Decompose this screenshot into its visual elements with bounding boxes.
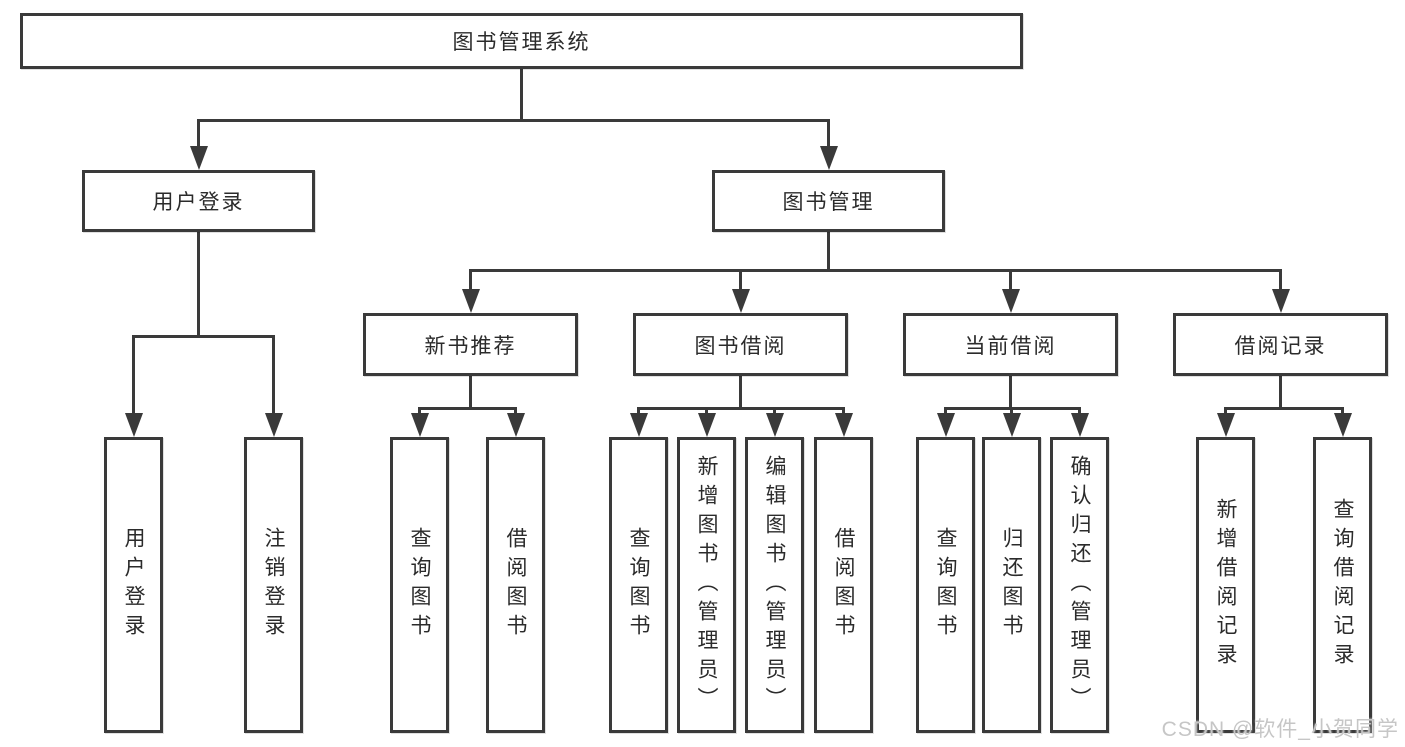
node-label: 编辑图书（管理员）: [763, 454, 786, 716]
arrowhead-down-icon: [936, 413, 955, 437]
node-new-query: 查询图书: [390, 437, 449, 733]
connector-line: [520, 67, 523, 120]
node-label: 新书推荐: [424, 334, 517, 358]
node-root: 图书管理系统: [20, 13, 1023, 69]
node-label: 借阅记录: [1234, 334, 1327, 358]
connector-line: [132, 334, 275, 338]
arrowhead-down-icon: [834, 413, 853, 437]
arrowhead-down-icon: [765, 413, 784, 437]
node-records: 借阅记录: [1173, 313, 1388, 376]
node-login-user: 用户登录: [104, 437, 163, 733]
connector-line: [637, 406, 845, 410]
connector-line: [827, 230, 830, 270]
node-label: 用户登录: [152, 191, 245, 214]
node-label: 借阅图书: [832, 527, 855, 643]
node-label: 归还图书: [1000, 527, 1023, 643]
connector-line: [197, 118, 830, 122]
connector-line: [469, 374, 472, 408]
arrowhead-down-icon: [1070, 413, 1089, 437]
arrowhead-down-icon: [629, 413, 648, 437]
connector-line: [469, 270, 472, 295]
node-label: 新增图书（管理员）: [695, 454, 718, 716]
node-label: 注销登录: [262, 527, 285, 643]
node-label: 图书借阅: [694, 334, 787, 358]
arrowhead-down-icon: [1333, 413, 1352, 437]
node-label: 用户登录: [122, 527, 145, 643]
node-label: 确认归还（管理员）: [1068, 454, 1091, 716]
node-label: 图书管理: [782, 191, 875, 214]
node-bor-query: 查询图书: [609, 437, 668, 733]
node-bor-borrow: 借阅图书: [814, 437, 873, 733]
connector-line: [827, 120, 830, 152]
arrowhead-down-icon: [410, 413, 429, 437]
node-login: 用户登录: [82, 170, 315, 232]
connector-line: [197, 230, 200, 336]
connector-line: [739, 270, 742, 295]
node-cur-return: 归还图书: [982, 437, 1041, 733]
node-label: 新增借阅记录: [1214, 498, 1237, 672]
connector-line: [1009, 270, 1012, 295]
connector-line: [739, 374, 742, 408]
node-rec-add: 新增借阅记录: [1196, 437, 1255, 733]
node-label: 查询借阅记录: [1331, 498, 1354, 672]
node-borrow: 图书借阅: [633, 313, 848, 376]
arrowhead-down-icon: [1216, 413, 1235, 437]
node-new-borrow: 借阅图书: [486, 437, 545, 733]
node-rec-query: 查询借阅记录: [1313, 437, 1372, 733]
arrowhead-down-icon: [189, 146, 208, 170]
connector-line: [272, 336, 275, 419]
connector-line: [418, 406, 517, 410]
arrowhead-down-icon: [1271, 289, 1290, 313]
csdn-watermark: CSDN @软件_小贺同学: [1161, 718, 1399, 741]
node-cur-query: 查询图书: [916, 437, 975, 733]
node-label: 借阅图书: [504, 527, 527, 643]
connector-line: [132, 336, 135, 419]
arrowhead-down-icon: [1001, 289, 1020, 313]
node-cur-confirm: 确认归还（管理员）: [1050, 437, 1109, 733]
node-label: 当前借阅: [964, 334, 1057, 358]
arrowhead-down-icon: [264, 413, 283, 437]
connector-line: [1224, 406, 1344, 410]
connector-line: [1279, 374, 1282, 408]
connector-line: [1279, 270, 1282, 295]
node-label: 查询图书: [627, 527, 650, 643]
node-newbook: 新书推荐: [363, 313, 578, 376]
arrowhead-down-icon: [731, 289, 750, 313]
arrowhead-down-icon: [819, 146, 838, 170]
node-bor-edit: 编辑图书（管理员）: [745, 437, 804, 733]
arrowhead-down-icon: [124, 413, 143, 437]
connector-line: [1009, 374, 1012, 408]
node-label: 图书管理系统: [452, 31, 591, 54]
connector-line: [469, 268, 1282, 272]
arrowhead-down-icon: [697, 413, 716, 437]
node-login-logout: 注销登录: [244, 437, 303, 733]
node-mgmt: 图书管理: [712, 170, 945, 232]
connector-line: [197, 120, 200, 152]
arrowhead-down-icon: [1002, 413, 1021, 437]
node-label: 查询图书: [934, 527, 957, 643]
arrowhead-down-icon: [506, 413, 525, 437]
arrowhead-down-icon: [461, 289, 480, 313]
node-bor-add: 新增图书（管理员）: [677, 437, 736, 733]
node-label: 查询图书: [408, 527, 431, 643]
node-current: 当前借阅: [903, 313, 1118, 376]
